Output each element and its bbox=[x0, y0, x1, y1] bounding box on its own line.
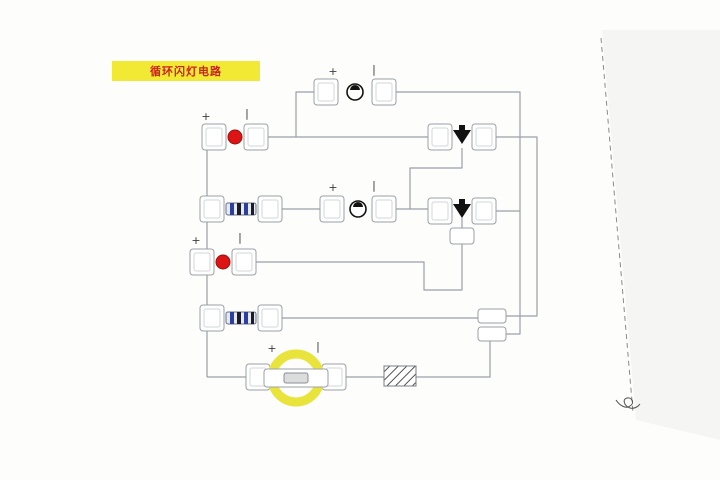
switch-body bbox=[383, 365, 417, 387]
page-title: 循环闪灯电路 bbox=[112, 61, 260, 81]
terminal-block bbox=[243, 123, 269, 151]
hatched-switch bbox=[383, 365, 417, 387]
transistor-stem bbox=[459, 199, 465, 204]
terminal-block bbox=[319, 195, 345, 223]
electrolytic-capacitor-top bbox=[346, 83, 364, 101]
page-edge-shade bbox=[602, 30, 720, 440]
polarity-labels: + | + | + | + | + | bbox=[191, 63, 375, 355]
wire-cap-top-left-lead bbox=[295, 91, 314, 137]
terminal-block bbox=[189, 248, 215, 276]
npn-transistor-upper bbox=[453, 125, 471, 144]
polarity-plus-label: + bbox=[328, 181, 337, 194]
resistor-stripe bbox=[237, 312, 241, 324]
polarity-minus-label: | bbox=[238, 231, 242, 244]
red-led-lower bbox=[215, 254, 231, 270]
terminal-block bbox=[201, 123, 227, 151]
led-body bbox=[215, 254, 231, 270]
wire-transistor1-base-lead bbox=[409, 148, 463, 209]
terminal-block bbox=[231, 248, 257, 276]
transistor-body bbox=[453, 204, 471, 218]
terminal-block bbox=[449, 227, 475, 245]
terminal-block bbox=[477, 308, 507, 324]
terminal-block bbox=[477, 326, 507, 342]
lamp-with-yellow-ring bbox=[263, 349, 329, 407]
wire-cap-top-right-lead bbox=[396, 91, 521, 335]
handwritten-mark bbox=[615, 397, 641, 409]
page-title-label: 循环闪灯电路 bbox=[150, 65, 222, 78]
terminal-block bbox=[199, 195, 225, 223]
capacitor-polarity-mark bbox=[350, 85, 360, 90]
resistor-stripe bbox=[230, 312, 234, 324]
terminal-block bbox=[257, 304, 283, 332]
lamp-metal-piece bbox=[283, 372, 309, 384]
terminal-blocks bbox=[189, 78, 507, 391]
polarity-plus-label: + bbox=[328, 65, 337, 78]
resistor-stripe bbox=[251, 312, 254, 324]
resistor-stripe bbox=[244, 312, 248, 324]
polarity-plus-label: + bbox=[201, 110, 210, 123]
resistor-stripe bbox=[244, 203, 248, 215]
terminal-block bbox=[427, 197, 453, 225]
polarity-minus-label: | bbox=[372, 63, 376, 76]
wire-transistor2-to-led2 bbox=[256, 244, 463, 291]
polarity-minus-label: | bbox=[316, 340, 320, 353]
terminal-block bbox=[199, 304, 225, 332]
transistor-stem bbox=[459, 125, 465, 130]
terminal-block bbox=[471, 123, 497, 151]
terminal-block bbox=[371, 195, 397, 223]
terminal-block bbox=[313, 78, 339, 106]
resistor-stripe bbox=[251, 203, 254, 215]
striped-resistor-upper bbox=[225, 202, 257, 216]
red-led-upper bbox=[227, 129, 243, 145]
wire-transistor1-right-lead bbox=[496, 136, 538, 317]
polarity-minus-label: | bbox=[372, 179, 376, 192]
polarity-minus-label: | bbox=[245, 107, 249, 120]
terminal-block bbox=[257, 195, 283, 223]
terminal-block bbox=[427, 123, 453, 151]
led-body bbox=[227, 129, 243, 145]
terminal-block bbox=[471, 197, 497, 225]
resistor-stripe bbox=[237, 203, 241, 215]
resistor-stripe bbox=[230, 203, 234, 215]
transistor-body bbox=[453, 130, 471, 144]
terminal-block bbox=[371, 78, 397, 106]
striped-resistor-lower bbox=[225, 311, 257, 325]
circuit-wires bbox=[206, 91, 538, 378]
capacitor-polarity-mark bbox=[353, 202, 363, 207]
polarity-plus-label: + bbox=[191, 234, 200, 247]
npn-transistor-lower bbox=[453, 199, 471, 218]
polarity-plus-label: + bbox=[267, 342, 276, 355]
electrolytic-capacitor-middle bbox=[349, 200, 367, 218]
wire-switch-up-lead bbox=[416, 341, 491, 378]
